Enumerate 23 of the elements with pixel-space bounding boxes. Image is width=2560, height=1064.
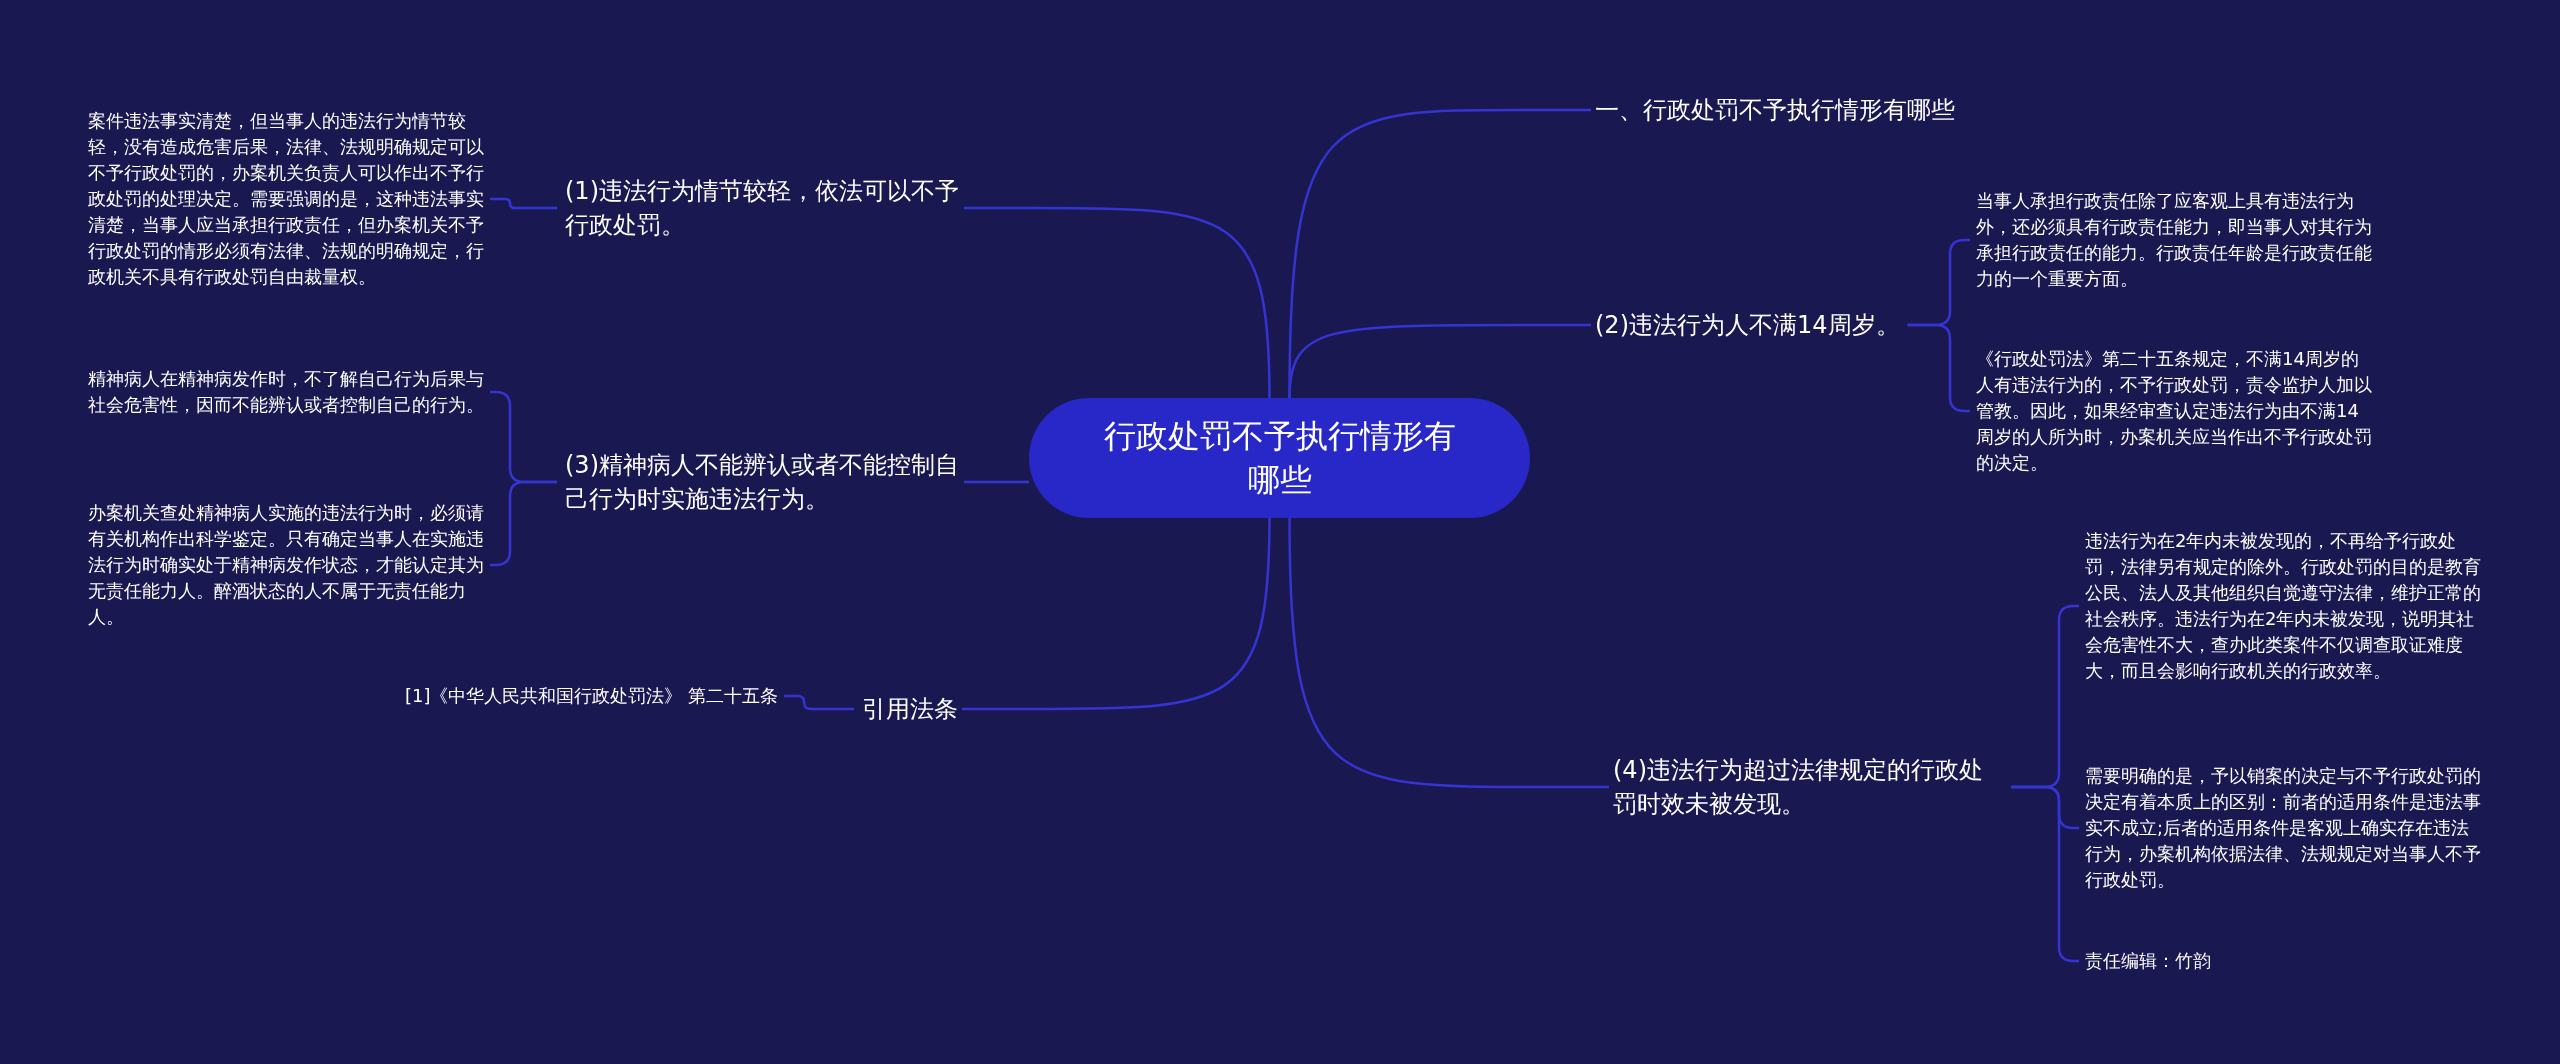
- branch-topic: 一、行政处罚不予执行情形有哪些: [1595, 93, 1955, 127]
- connector-line: [964, 206, 1271, 399]
- editor-note: 责任编辑：竹韵: [2085, 948, 2211, 974]
- branch-topic: 引用法条: [862, 692, 958, 726]
- connector-line: [1288, 323, 1591, 399]
- connector-line: [784, 694, 854, 711]
- branch-topic: (4)违法行为超过法律规定的行政处罚时效未被发现。: [1613, 753, 2003, 821]
- detail-text: 精神病人在精神病发作时，不了解自己行为后果与社会危害性，因而不能辨认或者控制自己的行为。: [88, 366, 484, 418]
- connector-line: [490, 197, 557, 210]
- connector-line: [1288, 518, 1609, 789]
- detail-text: 违法行为在2年内未被发现的，不再给予行政处罚，法律另有规定的除外。行政处罚的目的是教育公民、法人及其他组织自觉遵守法律，维护正常的社会秩序。违法行为在2年内未被发现，说明其社会危害性不大，查办此类案件不仅调查取证难度大，而且会影响行政机关的行政效率。: [2085, 528, 2485, 684]
- connector-line: [962, 517, 1271, 711]
- detail-text: 案件违法事实清楚，但当事人的违法行为情节较轻，没有造成危害后果，法律、法规明确规定可以不予行政处罚的，办案机关负责人可以作出不予行政处罚的处理决定。需要强调的是，这种违法事实清楚，当事人应当承担行政责任，但办案机关不予行政处罚的情形必须有法律、法规的明确规定，行政机关不具有行政处罚自由裁量权。: [88, 108, 484, 290]
- detail-text: 当事人承担行政责任除了应客观上具有违法行为外，还必须具有行政责任能力，即当事人对其行为承担行政责任的能力。行政责任年龄是行政责任能力的一个重要方面。: [1976, 188, 2376, 292]
- detail-text: 需要明确的是，予以销案的决定与不予行政处罚的决定有着本质上的区别：前者的适用条件是违法事实不成立;后者的适用条件是客观上确实存在违法行为，办案机构依据法律、法规规定对当事人不予行政处罚。: [2085, 763, 2485, 893]
- central-topic: 行政处罚不予执行情形有哪些: [1029, 398, 1530, 518]
- connector-line: [964, 480, 1029, 484]
- citation-text: [1]《中华人民共和国行政处罚法》 第二十五条: [405, 683, 779, 709]
- detail-text: 《行政处罚法》第二十五条规定，不满14周岁的人有违法行为的，不予行政处罚，责令监护人加以管教。因此，如果经审查认定违法行为由不满14周岁的人所为时，办案机关应当作出不予行政处罚的决定。: [1976, 346, 2376, 476]
- branch-topic: (1)违法行为情节较轻，依法可以不予行政处罚。: [565, 174, 960, 242]
- branch-topic: (2)违法行为人不满14周岁。: [1595, 308, 1900, 342]
- detail-text: 办案机关查处精神病人实施的违法行为时，必须请有关机构作出科学鉴定。只有确定当事人在实施违法行为时确实处于精神病发作状态，才能认定其为无责任能力人。醉酒状态的人不属于无责任能力人。: [88, 500, 484, 630]
- branch-topic: (3)精神病人不能辨认或者不能控制自己行为时实施违法行为。: [565, 448, 960, 516]
